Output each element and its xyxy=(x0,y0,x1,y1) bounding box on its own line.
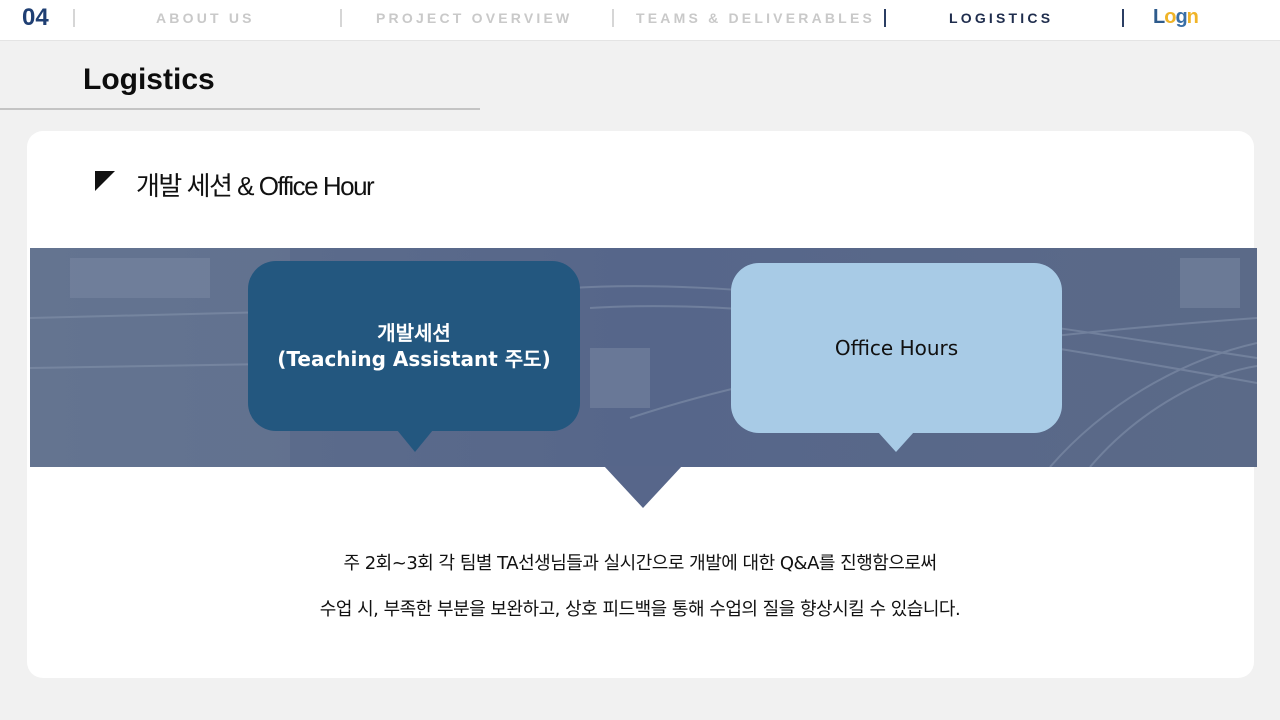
banner-image xyxy=(30,248,1257,467)
dev-session-bubble-tail xyxy=(397,430,433,452)
description-line-2: 수업 시, 부족한 부분을 보완하고, 상호 피드백을 통해 수업의 질을 향상… xyxy=(319,599,961,620)
page-title: Logistics xyxy=(83,63,215,96)
banner-pointer xyxy=(604,466,682,508)
nav-separator xyxy=(73,9,75,27)
nav-separator xyxy=(884,9,886,27)
nav-separator xyxy=(340,9,342,27)
triangle-corner-icon xyxy=(95,171,115,191)
office-hours-title: Office Hours xyxy=(834,336,959,360)
nav-separator xyxy=(612,9,614,27)
top-navigation-bar: 04 ABOUT US PROJECT OVERVIEW TEAMS & DEL… xyxy=(0,0,1280,41)
page-number: 04 xyxy=(22,4,49,31)
dev-session-subtitle: (Teaching Assistant 주도) xyxy=(277,347,551,371)
nav-item-about-us[interactable]: ABOUT US xyxy=(156,10,255,26)
section-title: 개발 세션 & Office Hour xyxy=(136,171,375,201)
login-link[interactable]: Logn xyxy=(1153,6,1199,28)
description-line-1: 주 2회~3회 각 팀별 TA선생님들과 실시간으로 개발에 대한 Q&A를 진… xyxy=(343,553,937,574)
office-hours-bubble-tail xyxy=(878,432,914,452)
nav-item-project-overview[interactable]: PROJECT OVERVIEW xyxy=(376,10,573,26)
nav-item-logistics[interactable]: LOGISTICS xyxy=(949,10,1054,26)
highway-background-image xyxy=(30,248,1257,467)
title-underline xyxy=(0,108,480,110)
dev-session-bubble: 개발세션 (Teaching Assistant 주도) xyxy=(248,261,580,431)
office-hours-bubble: Office Hours xyxy=(731,263,1062,433)
nav-item-teams-deliverables[interactable]: TEAMS & DELIVERABLES xyxy=(636,10,876,26)
dev-session-title: 개발세션 xyxy=(377,321,451,345)
nav-separator xyxy=(1122,9,1124,27)
